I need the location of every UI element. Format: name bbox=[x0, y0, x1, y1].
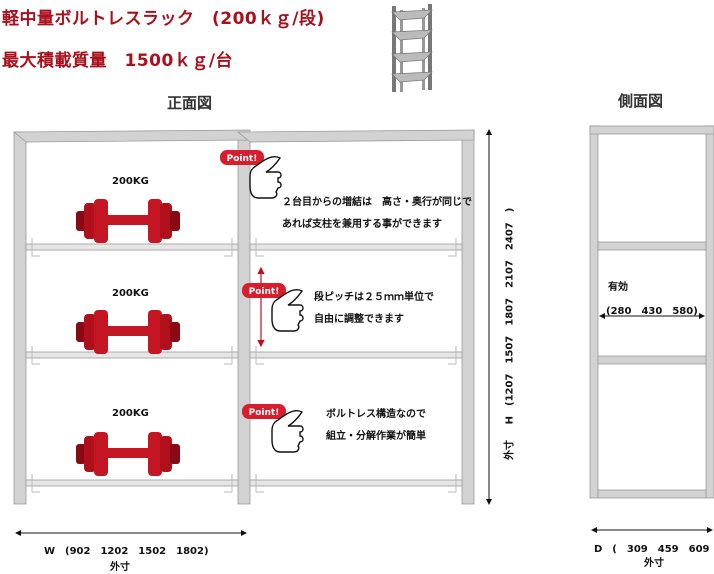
side-view-frame bbox=[589, 125, 714, 499]
point-note-line: 組立・分解作業が簡単 bbox=[326, 431, 426, 442]
dumbbell-icon bbox=[76, 199, 180, 243]
front-view-shelves bbox=[25, 243, 463, 487]
point-note-1: ２台目からの増結は 高さ・奥行が同じで あれば支柱を兼用する事ができます bbox=[282, 192, 472, 236]
depth-label: D ( 309 459 609 ) bbox=[594, 544, 714, 555]
point-marker-2: Point! bbox=[242, 283, 304, 332]
width-note: 外寸 bbox=[110, 562, 130, 573]
pointing-hand-icon bbox=[271, 410, 304, 453]
point-note-2: 段ピッチは２５ｍｍ単位で 自由に調整できます bbox=[314, 287, 434, 331]
pointing-hand-icon bbox=[249, 156, 282, 199]
pointing-hand-icon bbox=[271, 289, 304, 332]
point-badge-text: Point! bbox=[249, 408, 280, 418]
height-label: H (1207 1507 1807 2107 2407 ) bbox=[504, 207, 516, 425]
title-line-1: 軽中量ボルトレスラック (200ｋｇ/段) bbox=[2, 9, 325, 29]
shelf-load-label: 200KG bbox=[112, 176, 149, 187]
point-note-line: 段ピッチは２５ｍｍ単位で bbox=[314, 292, 434, 303]
dumbbell-icon bbox=[76, 432, 180, 476]
point-badge-text: Point! bbox=[227, 154, 258, 164]
point-note-line: あれば支柱を兼用する事ができます bbox=[282, 219, 442, 230]
point-badge-text: Point! bbox=[249, 287, 280, 297]
shelf-load-label: 200KG bbox=[112, 288, 149, 299]
point-note-3: ボルトレス構造なので 組立・分解作業が簡単 bbox=[326, 404, 426, 448]
width-label: W (902 1202 1502 1802) bbox=[44, 546, 209, 557]
side-view-label: 側面図 bbox=[618, 92, 664, 110]
point-note-line: 自由に調整できます bbox=[314, 314, 404, 325]
point-marker-1: Point! bbox=[220, 150, 282, 199]
dumbbell-icon bbox=[76, 310, 180, 354]
point-note-line: ２台目からの増結は 高さ・奥行が同じで bbox=[282, 197, 472, 208]
point-marker-3: Point! bbox=[242, 404, 304, 453]
shelf-load-label: 200KG bbox=[112, 408, 149, 419]
height-note: 外寸 bbox=[504, 440, 516, 460]
front-view-label: 正面図 bbox=[167, 94, 213, 112]
effective-label: 有効 bbox=[608, 282, 628, 293]
depth-note: 外寸 bbox=[644, 558, 664, 569]
title-line-2: 最大積載質量 1500ｋｇ/台 bbox=[2, 51, 234, 71]
point-note-line: ボルトレス構造なので bbox=[326, 409, 426, 420]
effective-values: (280 430 580) bbox=[606, 306, 698, 317]
